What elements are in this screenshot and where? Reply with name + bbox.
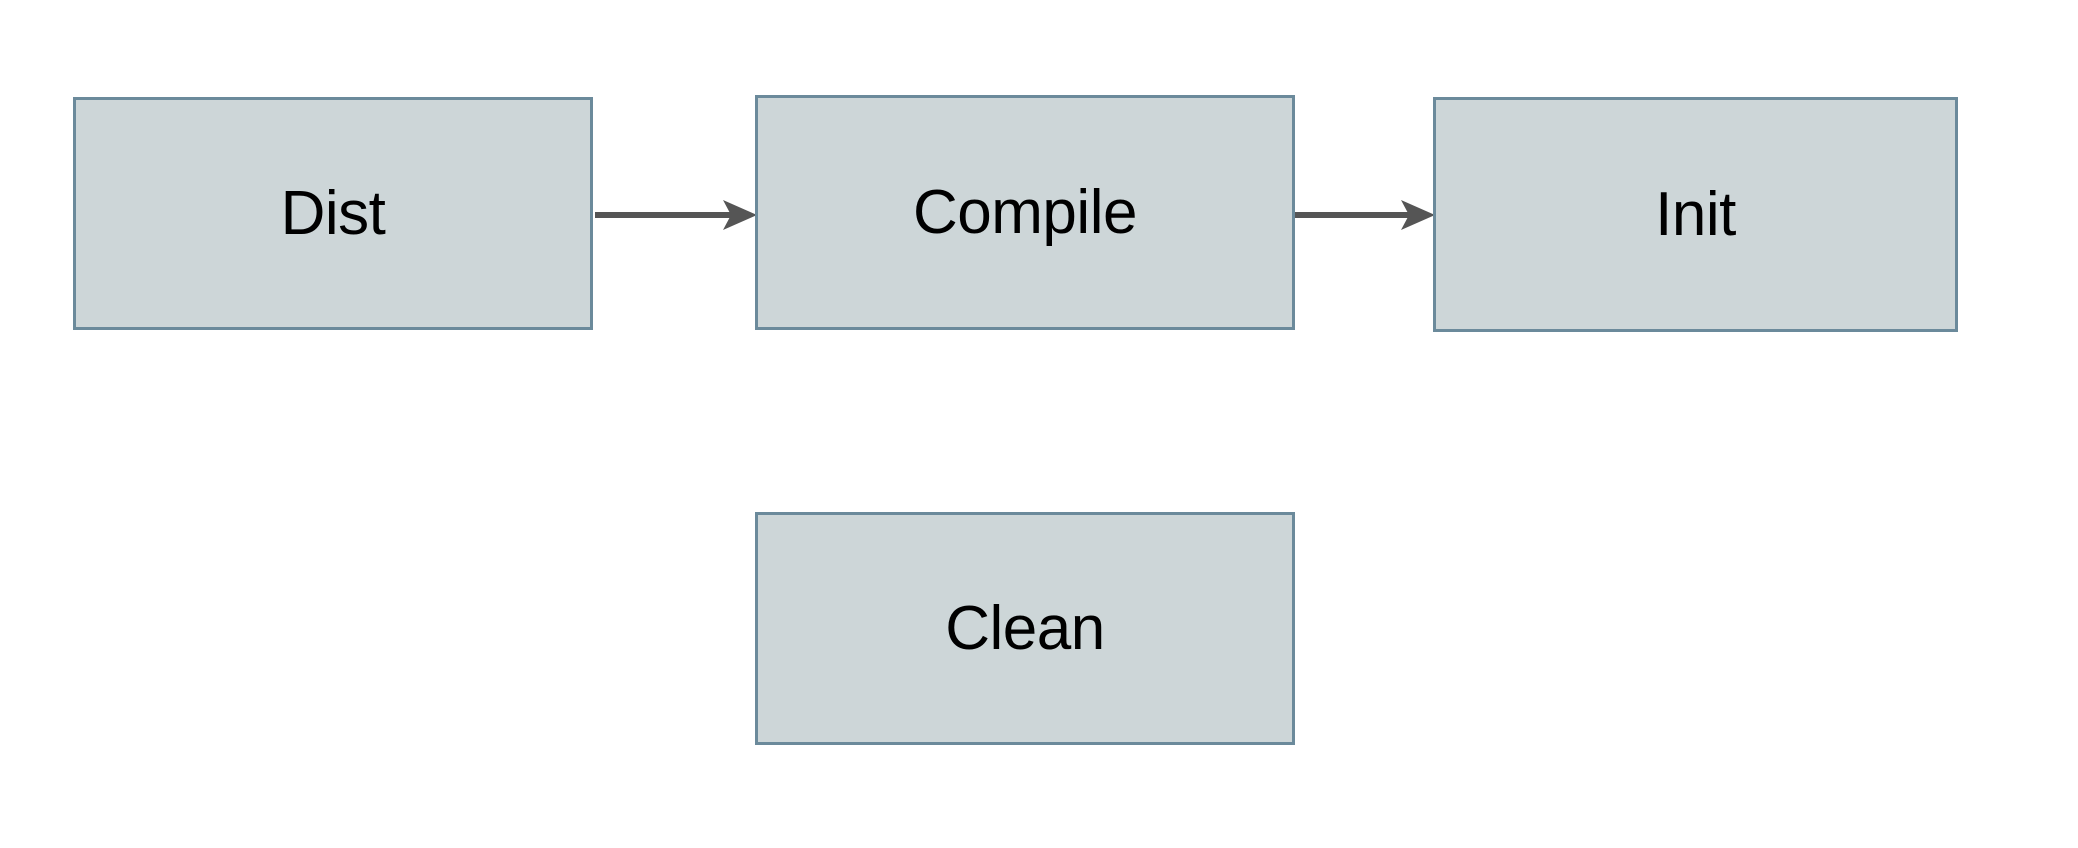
node-init-label: Init	[1655, 179, 1736, 249]
node-clean[interactable]: Clean	[755, 512, 1295, 745]
node-dist-label: Dist	[280, 178, 386, 248]
arrowhead-icon	[723, 200, 757, 230]
edge-dist-to-compile	[595, 194, 759, 236]
edge-compile-to-init	[1295, 194, 1437, 236]
node-init[interactable]: Init	[1433, 97, 1958, 332]
arrowhead-icon	[1401, 200, 1435, 230]
node-compile[interactable]: Compile	[755, 95, 1295, 330]
node-compile-label: Compile	[913, 177, 1137, 247]
node-dist[interactable]: Dist	[73, 97, 593, 330]
node-clean-label: Clean	[945, 593, 1105, 663]
